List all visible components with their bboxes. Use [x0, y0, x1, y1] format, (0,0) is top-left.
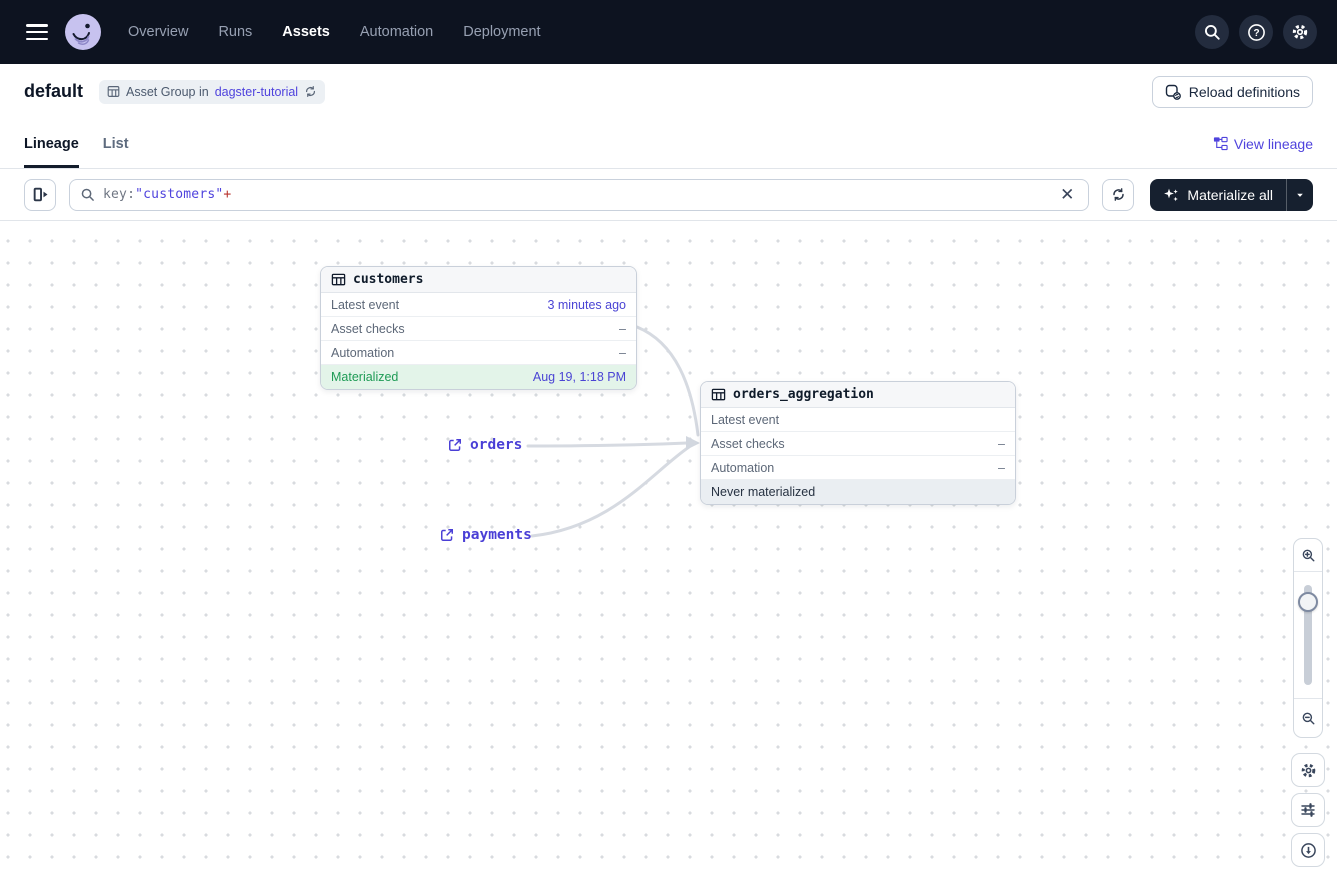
lineage-toolbar: key:"customers"+ ✕ Materialize all: [0, 169, 1337, 221]
node-row-latest-event: Latest event 3 minutes ago: [321, 293, 636, 317]
expand-panel-icon: [33, 187, 48, 202]
node-row-automation: Automation –: [321, 341, 636, 365]
search-query-operator: +: [223, 187, 232, 202]
reload-definitions-button[interactable]: Reload definitions: [1151, 75, 1313, 108]
latest-event-link[interactable]: 3 minutes ago: [547, 297, 626, 312]
nav-item-overview[interactable]: Overview: [128, 24, 189, 40]
refresh-icon[interactable]: [304, 85, 317, 98]
refresh-icon: [1113, 188, 1124, 201]
nav-item-runs[interactable]: Runs: [218, 24, 253, 40]
node-row-asset-checks: Asset checks –: [321, 317, 636, 341]
lineage-canvas[interactable]: customers Latest event 3 minutes ago Ass…: [0, 221, 1337, 873]
zoom-slider[interactable]: [1294, 572, 1322, 698]
materialize-all-button[interactable]: Materialize all: [1150, 179, 1286, 211]
materialize-options-button[interactable]: [1286, 178, 1313, 211]
tabs-row: Lineage List View lineage: [0, 119, 1337, 169]
graph-settings-button[interactable]: [1291, 753, 1325, 787]
zoom-control: [1293, 538, 1323, 738]
svg-text:?: ?: [1253, 28, 1259, 39]
node-row-asset-checks: Asset checks –: [701, 432, 1015, 456]
materialize-all-label: Materialize all: [1187, 186, 1273, 203]
caret-down-icon: [1297, 193, 1303, 197]
lineage-icon: [1213, 136, 1228, 151]
sparkle-icon: [1163, 187, 1179, 203]
graph-filters-button[interactable]: [1291, 793, 1325, 827]
tab-list[interactable]: List: [102, 135, 129, 152]
nav-item-automation[interactable]: Automation: [359, 24, 434, 40]
help-icon[interactable]: ?: [1239, 15, 1273, 49]
external-asset-label: payments: [462, 527, 532, 543]
node-row-materialized: Materialized Aug 19, 1:18 PM: [321, 365, 636, 389]
hamburger-icon[interactable]: [26, 24, 48, 40]
materialize-split-button: Materialize all: [1150, 178, 1313, 211]
tune-icon: [1301, 803, 1315, 817]
asset-node-orders-aggregation[interactable]: orders_aggregation Latest event Asset ch…: [700, 381, 1016, 505]
asset-node-customers[interactable]: customers Latest event 3 minutes ago Ass…: [320, 266, 637, 390]
external-link-icon: [440, 528, 454, 542]
nav-links: Overview Runs Assets Automation Deployme…: [128, 24, 541, 40]
status-badge: Never materialized: [711, 485, 816, 499]
node-row-never-materialized: Never materialized: [701, 480, 1015, 504]
badge-text: Asset Group in: [126, 84, 209, 99]
asset-title: customers: [353, 272, 424, 287]
nav-actions: ?: [1195, 15, 1317, 49]
nav-item-assets[interactable]: Assets: [282, 24, 330, 40]
code-location-link[interactable]: dagster-tutorial: [214, 84, 299, 99]
search-query-key: key:: [103, 187, 136, 202]
dagster-logo[interactable]: [64, 13, 102, 51]
zoom-slider-track[interactable]: [1304, 585, 1312, 685]
external-asset-label: orders: [470, 437, 523, 453]
external-link-icon: [448, 438, 462, 452]
search-icon[interactable]: [1195, 15, 1229, 49]
edges-layer: [526, 325, 700, 538]
node-row-latest-event: Latest event: [701, 408, 1015, 432]
view-lineage-label: View lineage: [1233, 135, 1313, 152]
search-input[interactable]: key:"customers"+ ✕: [69, 178, 1090, 211]
top-nav: Overview Runs Assets Automation Deployme…: [0, 0, 1337, 64]
gear-icon: [1301, 763, 1315, 777]
zoom-out-icon[interactable]: [1294, 699, 1322, 737]
node-row-automation: Automation –: [701, 456, 1015, 480]
refresh-button[interactable]: [1102, 178, 1135, 211]
close-icon[interactable]: ✕: [1056, 184, 1078, 205]
page-header: default Asset Group in dagster-tutorial …: [0, 64, 1337, 119]
expand-panel-button[interactable]: [24, 178, 56, 211]
asset-group-badge: Asset Group in dagster-tutorial: [99, 79, 326, 104]
materialization-link[interactable]: Aug 19, 1:18 PM: [532, 370, 626, 384]
external-asset-payments[interactable]: payments: [440, 527, 532, 543]
external-asset-orders[interactable]: orders: [448, 437, 522, 453]
table-icon: [711, 387, 726, 402]
tab-lineage[interactable]: Lineage: [24, 119, 79, 168]
page-title: default: [24, 81, 84, 101]
search-icon: [80, 187, 95, 202]
gear-icon[interactable]: [1283, 15, 1317, 49]
status-badge: Materialized: [331, 370, 399, 384]
zoom-slider-thumb[interactable]: [1298, 592, 1318, 612]
search-query-value: "customers": [135, 187, 224, 202]
asset-title: orders_aggregation: [733, 387, 874, 402]
reload-definitions-label: Reload definitions: [1188, 83, 1300, 100]
table-icon: [331, 272, 346, 287]
recenter-icon: [1300, 842, 1316, 858]
graph-controls: [1291, 538, 1325, 867]
view-lineage-link[interactable]: View lineage: [1213, 119, 1313, 168]
asset-group-icon: [107, 85, 120, 98]
code-location-icon: [1165, 84, 1181, 100]
nav-item-deployment[interactable]: Deployment: [463, 24, 541, 40]
zoom-in-icon[interactable]: [1294, 539, 1322, 571]
recenter-button[interactable]: [1291, 833, 1325, 867]
